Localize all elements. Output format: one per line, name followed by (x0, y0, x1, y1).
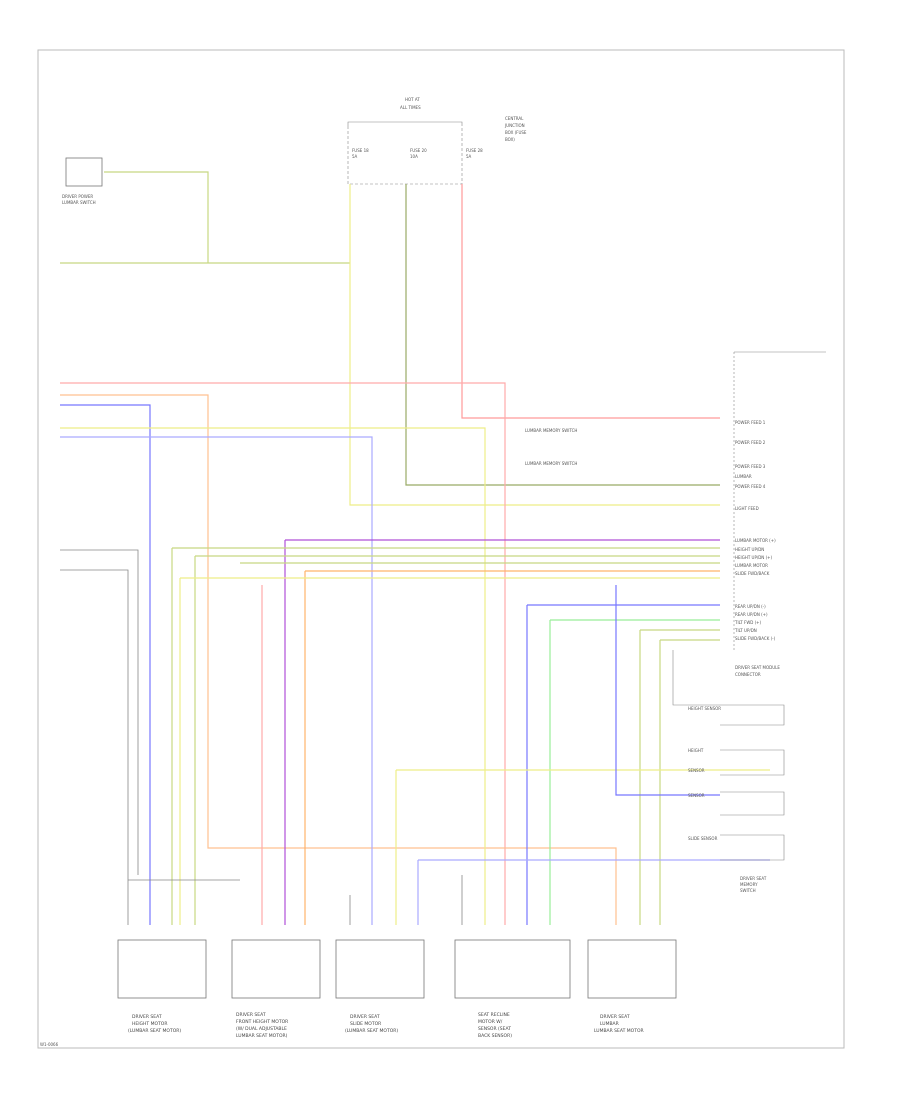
wire-blue-c (417, 859, 770, 925)
svg-text:HEIGHT SENSOR: HEIGHT SENSOR (688, 706, 721, 711)
svg-text:LUMBAR: LUMBAR (735, 474, 752, 479)
wire-blue-d (615, 585, 720, 796)
wire-blue-top (60, 404, 151, 925)
wire-fuse28 (461, 184, 720, 419)
motor-5: DRIVER SEAT LUMBAR LUMBAR SEAT MOTOR (587, 939, 677, 1034)
wire-gnyl-f (659, 639, 720, 925)
svg-text:BOX): BOX) (505, 137, 515, 142)
svg-text:5A: 5A (466, 154, 472, 159)
svg-text:10A: 10A (410, 154, 418, 159)
svg-text:TILT UP/DN: TILT UP/DN (734, 628, 757, 633)
wire-gray-3 (128, 875, 463, 925)
svg-text:FUSE 28: FUSE 28 (466, 148, 483, 153)
svg-text:LUMBAR SEAT MOTOR: LUMBAR SEAT MOTOR (594, 1028, 644, 1034)
svg-text:LUMBAR MOTOR: LUMBAR MOTOR (735, 563, 768, 568)
svg-text:DRIVER SEAT: DRIVER SEAT (132, 1014, 162, 1020)
wire-green-d (549, 619, 720, 925)
svg-text:FUSE 20: FUSE 20 (410, 148, 427, 153)
svg-text:5A: 5A (352, 154, 358, 159)
wire-red-top (60, 382, 506, 925)
svg-text:POWER FEED 3: POWER FEED 3 (735, 464, 766, 469)
svg-text:LUMBAR SWITCH: LUMBAR SWITCH (62, 200, 96, 205)
motor-2: DRIVER SEAT FRONT HEIGHT MOTOR (W/ DUAL … (231, 939, 321, 1039)
svg-text:HEIGHT: HEIGHT (688, 748, 704, 753)
motor-3: DRIVER SEAT SLIDE MOTOR (LUMBAR SEAT MOT… (335, 939, 425, 1034)
wire-gray-2 (60, 569, 129, 925)
wire-green-a (171, 547, 720, 925)
svg-text:HEIGHT UP/DN (+): HEIGHT UP/DN (+) (735, 555, 772, 560)
motor-4: SEAT RECLINE MOTOR W/ SENSOR (SEAT BACK … (454, 939, 571, 1039)
fuse-box: HOT AT ALL TIMES FUSE 18 5A FUSE 20 10A … (347, 97, 527, 185)
motors: DRIVER SEAT HEIGHT MOTOR (LUMBAR SEAT MO… (117, 939, 677, 1039)
svg-text:DRIVER SEAT: DRIVER SEAT (350, 1014, 380, 1020)
svg-text:LUMBAR MEMORY SWITCH: LUMBAR MEMORY SWITCH (525, 428, 577, 433)
svg-text:LUMBAR MOTOR (+): LUMBAR MOTOR (+) (735, 538, 776, 543)
svg-text:HEIGHT UP/DN: HEIGHT UP/DN (735, 547, 764, 552)
wire-fuse18 (349, 184, 720, 506)
svg-text:BACK SENSOR): BACK SENSOR) (478, 1033, 512, 1039)
wire-blue-b (526, 604, 720, 925)
svg-text:MEMORY: MEMORY (740, 882, 758, 887)
wire-gnyl-1 (104, 171, 209, 263)
wire-lightblue-top (60, 436, 373, 925)
wires (60, 171, 770, 925)
svg-text:CENTRAL: CENTRAL (505, 116, 524, 121)
lumbar-switch: DRIVER POWER LUMBAR SWITCH (62, 157, 103, 205)
svg-text:HEIGHT MOTOR: HEIGHT MOTOR (132, 1021, 167, 1027)
svg-text:LUMBAR SEAT MOTOR): LUMBAR SEAT MOTOR) (236, 1033, 288, 1039)
svg-text:SLIDE FWD/BACK: SLIDE FWD/BACK (735, 571, 770, 576)
svg-text:(LUMBAR SEAT MOTOR): (LUMBAR SEAT MOTOR) (345, 1028, 398, 1034)
wire-orange-top (60, 394, 617, 925)
svg-text:SLIDE FWD/BACK (-): SLIDE FWD/BACK (-) (735, 636, 776, 641)
svg-text:DRIVER SEAT: DRIVER SEAT (740, 876, 767, 881)
wire-orange-b (304, 570, 720, 925)
svg-text:JUNCTION: JUNCTION (504, 123, 525, 128)
svg-text:LUMBAR: LUMBAR (600, 1021, 619, 1027)
svg-text:POWER FEED 1: POWER FEED 1 (735, 420, 766, 425)
svg-text:POWER FEED 4: POWER FEED 4 (735, 484, 766, 489)
svg-text:SENSOR: SENSOR (688, 793, 705, 798)
svg-text:(LUMBAR SEAT MOTOR): (LUMBAR SEAT MOTOR) (128, 1028, 181, 1034)
svg-text:SLIDE MOTOR: SLIDE MOTOR (350, 1021, 381, 1027)
page-code: W1-0066 (40, 1042, 59, 1047)
wire-yellow-b (179, 577, 720, 925)
wire-violet (284, 539, 720, 925)
svg-text:TILT FWD (+): TILT FWD (+) (734, 620, 762, 625)
svg-text:SENSOR (SEAT: SENSOR (SEAT (478, 1026, 511, 1032)
svg-text:REAR UP/DN (+): REAR UP/DN (+) (735, 612, 768, 617)
svg-text:LUMBAR MEMORY SWITCH: LUMBAR MEMORY SWITCH (525, 461, 577, 466)
svg-text:DRIVER POWER: DRIVER POWER (62, 194, 93, 199)
wire-yellow-c (395, 769, 770, 925)
svg-text:HOT AT: HOT AT (405, 97, 420, 102)
svg-text:SEAT RECLINE: SEAT RECLINE (478, 1012, 510, 1018)
svg-text:REAR UP/DN (-): REAR UP/DN (-) (735, 604, 766, 609)
wire-yellow-top (60, 427, 486, 925)
svg-text:SENSOR: SENSOR (688, 768, 705, 773)
svg-text:MOTOR W/: MOTOR W/ (478, 1019, 503, 1025)
svg-text:FUSE 18: FUSE 18 (352, 148, 369, 153)
svg-text:DRIVER SEAT: DRIVER SEAT (236, 1012, 266, 1018)
seat-module-connector: POWER FEED 1 POWER FEED 2 POWER FEED 3 L… (525, 351, 826, 677)
svg-text:BOX (FUSE: BOX (FUSE (505, 130, 527, 135)
svg-text:(W/ DUAL ADJUSTABLE: (W/ DUAL ADJUSTABLE (236, 1026, 287, 1032)
diagram-border (37, 49, 845, 1049)
svg-text:SLIDE SENSOR: SLIDE SENSOR (688, 836, 718, 841)
svg-text:CONNECTOR: CONNECTOR (735, 672, 761, 677)
svg-text:FRONT HEIGHT MOTOR: FRONT HEIGHT MOTOR (236, 1019, 288, 1025)
wire-gray-1 (60, 549, 139, 875)
svg-text:LIGHT FEED: LIGHT FEED (735, 506, 759, 511)
memory-switch: HEIGHT SENSOR HEIGHT SENSOR SENSOR SLIDE… (672, 650, 785, 893)
wire-green-b (194, 555, 720, 925)
svg-text:DRIVER SEAT MODULE: DRIVER SEAT MODULE (735, 665, 780, 670)
motor-1: DRIVER SEAT HEIGHT MOTOR (LUMBAR SEAT MO… (117, 939, 207, 1034)
svg-text:DRIVER SEAT: DRIVER SEAT (600, 1014, 630, 1020)
svg-text:SWITCH: SWITCH (740, 888, 756, 893)
svg-text:ALL TIMES: ALL TIMES (400, 105, 421, 110)
wire-gnyl-e (639, 629, 720, 925)
svg-text:POWER FEED 2: POWER FEED 2 (735, 440, 766, 445)
wire-fuse20 (405, 184, 720, 486)
